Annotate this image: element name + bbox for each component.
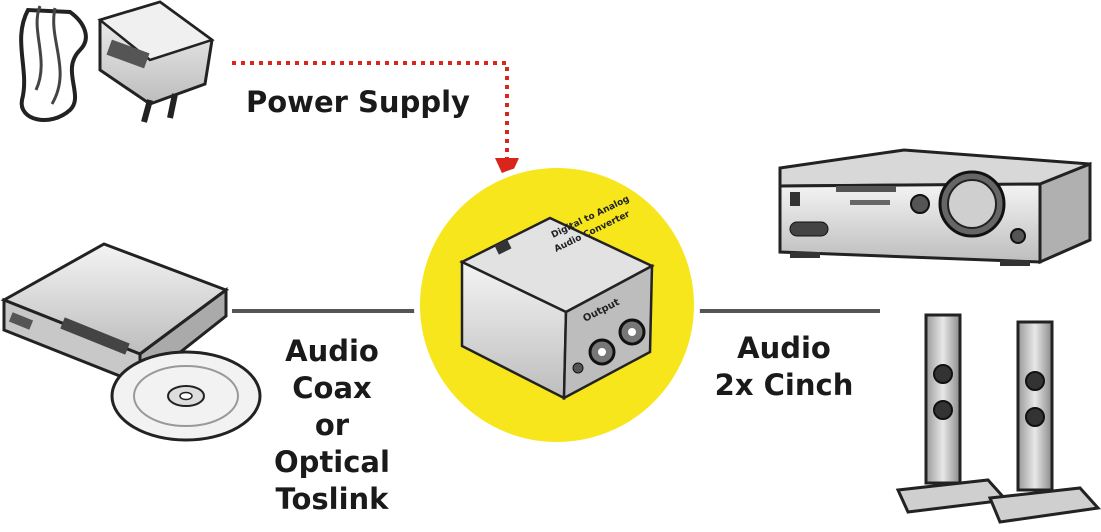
speaker-icon	[987, 320, 1101, 524]
input-label-line: Coax	[292, 371, 372, 405]
input-label-line: Optical	[274, 445, 390, 479]
cd-disc-icon	[110, 350, 262, 442]
output-label: Audio 2x Cinch	[714, 330, 854, 404]
power-adapter-icon	[19, 0, 215, 123]
amplifier-icon	[778, 148, 1092, 266]
power-arrow-head	[495, 158, 519, 184]
input-label-line: Toslink	[275, 482, 389, 516]
input-label-line: Audio	[285, 334, 379, 368]
speaker-icon	[895, 313, 1010, 514]
input-label-line: or	[314, 408, 350, 442]
input-label: Audio Coax or Optical Toslink	[262, 333, 402, 518]
output-label-line: Audio	[737, 331, 831, 365]
power-arrow-line	[232, 61, 509, 160]
output-label-line: 2x Cinch	[714, 368, 854, 402]
power-supply-label: Power Supply	[246, 85, 470, 119]
